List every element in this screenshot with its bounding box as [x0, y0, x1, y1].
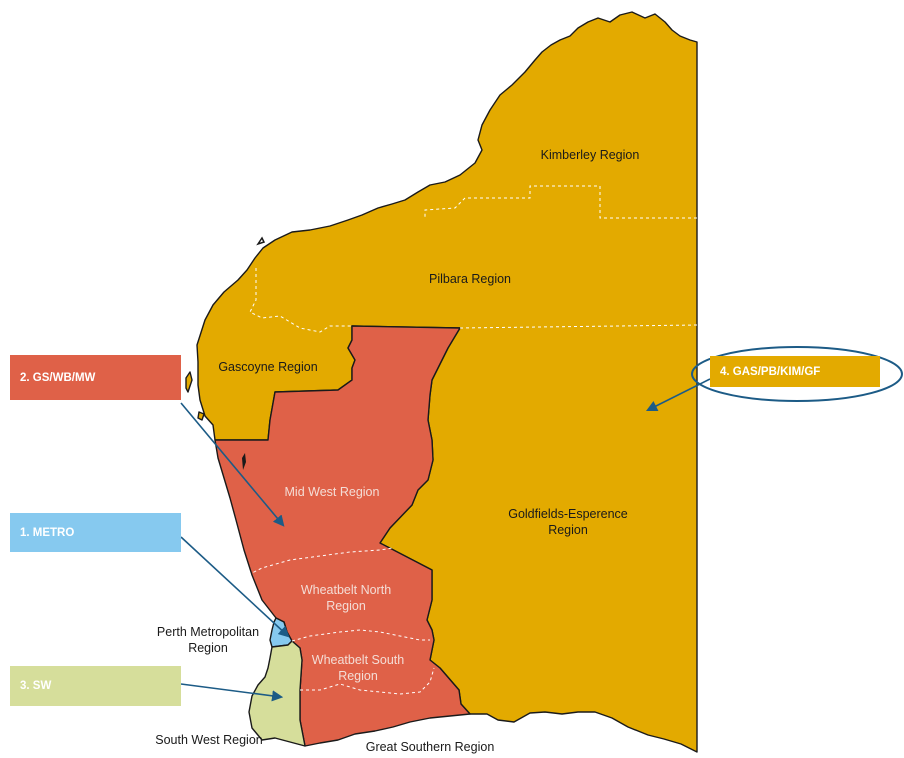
island-shape: [256, 236, 266, 246]
callout-gas-pb-kim-gf: 4. GAS/PB/KIM/GF: [710, 356, 880, 387]
arrow-sw: [180, 683, 284, 702]
label-goldfields-line1: Goldfields-Esperence: [508, 507, 628, 521]
label-wheatbelt-north-line1: Wheatbelt North: [301, 583, 391, 597]
callout-gs-wb-mw: 2. GS/WB/MW: [10, 355, 181, 400]
callout-gs-wb-mw-label: 2. GS/WB/MW: [20, 371, 96, 384]
label-perth-line1: Perth Metropolitan: [157, 625, 259, 639]
arrow-gs-wb-mw: [180, 402, 285, 527]
label-wheatbelt-south-line1: Wheatbelt South: [312, 653, 404, 667]
label-gascoyne: Gascoyne Region: [218, 360, 317, 374]
highlight-ellipse: [691, 346, 903, 402]
label-great-southern: Great Southern Region: [366, 740, 495, 754]
label-wheatbelt-south-line2: Region: [338, 669, 378, 683]
callout-sw: 3. SW: [10, 666, 181, 706]
label-goldfields-line2: Region: [548, 523, 588, 537]
island-shape: [242, 453, 246, 470]
callout-sw-label: 3. SW: [20, 680, 52, 692]
island-shape: [185, 371, 193, 393]
label-kimberley: Kimberley Region: [541, 148, 640, 162]
callout-metro: 1. METRO: [10, 513, 181, 552]
label-pilbara: Pilbara Region: [429, 272, 511, 286]
island-shape: [197, 411, 205, 421]
label-southwest: South West Region: [155, 733, 263, 747]
arrow-metro: [180, 536, 290, 638]
label-wheatbelt-north-line2: Region: [326, 599, 366, 613]
region-boundaries: [247, 185, 698, 695]
region-labels: Kimberley Region Pilbara Region Gascoyne…: [155, 148, 639, 754]
callout-gas-pb-kim-gf-label: 4. GAS/PB/KIM/GF: [720, 365, 821, 378]
label-perth-line2: Region: [188, 641, 228, 655]
callout-metro-label: 1. METRO: [20, 526, 75, 539]
label-midwest: Mid West Region: [285, 485, 380, 499]
